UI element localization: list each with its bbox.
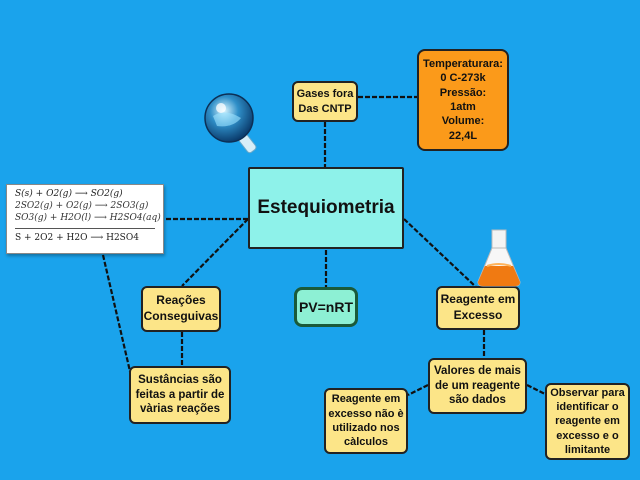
conditions-node[interactable]: Temperaturara: 0 C-273k Pressão: 1atm Vo…	[417, 49, 509, 151]
gases-node[interactable]: Gases fora Das CNTP	[292, 81, 358, 122]
pv-formula-node[interactable]: PV=nRT	[294, 287, 358, 327]
observar-node[interactable]: Observar para identificar o reagente em …	[545, 383, 630, 460]
equation-line-1: S(s) + O2(g) ⟶ SO2(g)	[15, 189, 123, 199]
erlenmeyer-flask-icon	[477, 229, 521, 287]
reagente-node[interactable]: Reagente em Excesso	[436, 286, 520, 330]
equation-total: S + 2O2 + H2O ⟶ H2SO4	[15, 233, 139, 243]
equation-line-2: 2SO2(g) + O2(g) ⟶ 2SO3(g)	[15, 201, 149, 211]
equation-line-3: SO3(g) + H2O(l) ⟶ H2SO4(aq)	[15, 213, 161, 223]
reacoes-node[interactable]: Reações Conseguivas	[141, 286, 221, 332]
equations-card: S(s) + O2(g) ⟶ SO2(g) 2SO2(g) + O2(g) ⟶ …	[6, 184, 164, 254]
central-topic[interactable]: Estequiometria	[248, 167, 404, 249]
valores-node[interactable]: Valores de mais de um reagente são dados	[428, 358, 527, 414]
substancias-node[interactable]: Sustâncias são feitas a partir de vàrias…	[129, 366, 231, 424]
sum-rule	[15, 228, 155, 229]
round-flask-icon	[204, 93, 257, 154]
nao-utilizado-node[interactable]: Reagente em excesso não è utilizado nos …	[324, 388, 408, 454]
